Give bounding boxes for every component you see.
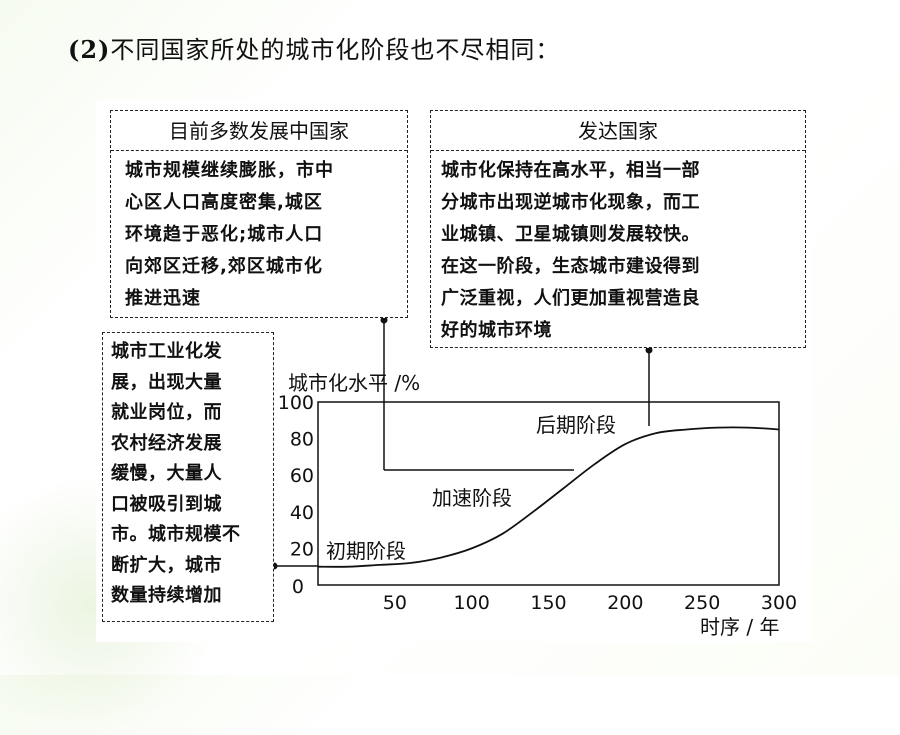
- x-axis-label: 时序 / 年: [700, 615, 779, 639]
- urbanization-curve: [317, 426, 780, 568]
- y-tick-label: 20: [290, 538, 314, 560]
- x-tick-label: 100: [454, 592, 490, 614]
- developed-countries-box: 发达国家 城市化保持在高水平，相当一部 分城市出现逆城市化现象，而工 业城镇、卫…: [430, 110, 806, 348]
- page-heading: (2)不同国家所处的城市化阶段也不尽相同：: [68, 30, 560, 65]
- developing-line: 城市规模继续膨胀，市中: [125, 160, 334, 181]
- stage-label-initial: 初期阶段: [326, 539, 406, 563]
- urbanization-chart: 20 40 60 80 100 0 50 100 150 200 250 300 城市化水平 /% 时…: [270, 316, 797, 639]
- y-tick-label: 80: [290, 429, 314, 451]
- x-tick-label: 50: [383, 592, 407, 614]
- heading-number: (2): [68, 35, 111, 64]
- initial-line: 口被吸引到城: [111, 493, 222, 515]
- initial-stage-box: 城市工业化发 展，出现大量 就业岗位，而 农村经济发展 缓慢，大量人 口被吸引到…: [102, 332, 274, 622]
- x-tick-label: 150: [530, 592, 566, 614]
- developed-line: 城市化保持在高水平，相当一部: [441, 160, 700, 181]
- developed-line: 业城镇、卫星城镇则发展较快。: [441, 224, 700, 245]
- x-tick-label: 200: [607, 592, 643, 614]
- initial-line: 断扩大，城市: [111, 554, 222, 576]
- developed-line: 在这一阶段，生态城市建设得到: [441, 256, 700, 277]
- heading-text: 不同国家所处的城市化阶段也不尽相同：: [110, 36, 561, 64]
- developing-line: 向郊区迁移,郊区城市化: [125, 256, 323, 277]
- y-tick-label: 100: [278, 392, 314, 414]
- developing-countries-text: 城市规模继续膨胀，市中 心区人口高度密集,城区 环境趋于恶化;城市人口 向郊区迁…: [125, 155, 334, 315]
- developed-countries-title: 发达国家: [431, 111, 805, 151]
- initial-stage-text: 城市工业化发 展，出现大量 就业岗位，而 农村经济发展 缓慢，大量人 口被吸引到…: [111, 337, 241, 612]
- figure-panel: 20 40 60 80 100 0 50 100 150 200 250 300 城市化水平 /% 时…: [96, 100, 812, 642]
- x-tick-label: 250: [684, 592, 720, 614]
- initial-line: 数量持续增加: [111, 585, 222, 606]
- developed-countries-text: 城市化保持在高水平，相当一部 分城市出现逆城市化现象，而工 业城镇、卫星城镇则发…: [441, 155, 700, 347]
- initial-line: 就业岗位，而: [111, 402, 222, 423]
- developed-line: 分城市出现逆城市化现象，而工: [441, 192, 700, 213]
- initial-line: 展，出现大量: [111, 371, 222, 393]
- connector-developing-dot: [380, 316, 388, 324]
- developing-line: 心区人口高度密集,城区: [125, 192, 323, 213]
- developing-countries-box: 目前多数发展中国家 城市规模继续膨胀，市中 心区人口高度密集,城区 环境趋于恶化…: [110, 110, 408, 318]
- developed-line: 好的城市环境: [441, 320, 552, 341]
- developing-countries-title: 目前多数发展中国家: [111, 111, 407, 151]
- connector-developed-dot: [645, 346, 653, 354]
- y-tick-label: 60: [290, 465, 314, 487]
- axis-ticks: 20 40 60 80 100 0 50 100 150 200 250 300: [278, 392, 797, 614]
- x-tick-label: 300: [761, 592, 797, 614]
- stage-label-late: 后期阶段: [536, 413, 616, 437]
- developing-line: 环境趋于恶化;城市人口: [125, 224, 324, 245]
- initial-line: 城市工业化发: [111, 341, 222, 362]
- y-tick-label: 40: [290, 502, 314, 524]
- initial-line: 缓慢，大量人: [111, 463, 222, 484]
- y-axis-label: 城市化水平 /%: [288, 371, 420, 395]
- origin-label: 0: [292, 576, 304, 598]
- stage-label-acceleration: 加速阶段: [432, 486, 512, 510]
- initial-line: 农村经济发展: [111, 432, 222, 454]
- plot-frame: [317, 401, 780, 586]
- initial-line: 市。城市规模不: [111, 524, 241, 545]
- developing-line: 推进迅速: [125, 288, 201, 309]
- developed-line: 广泛重视，人们更加重视营造良: [441, 288, 700, 309]
